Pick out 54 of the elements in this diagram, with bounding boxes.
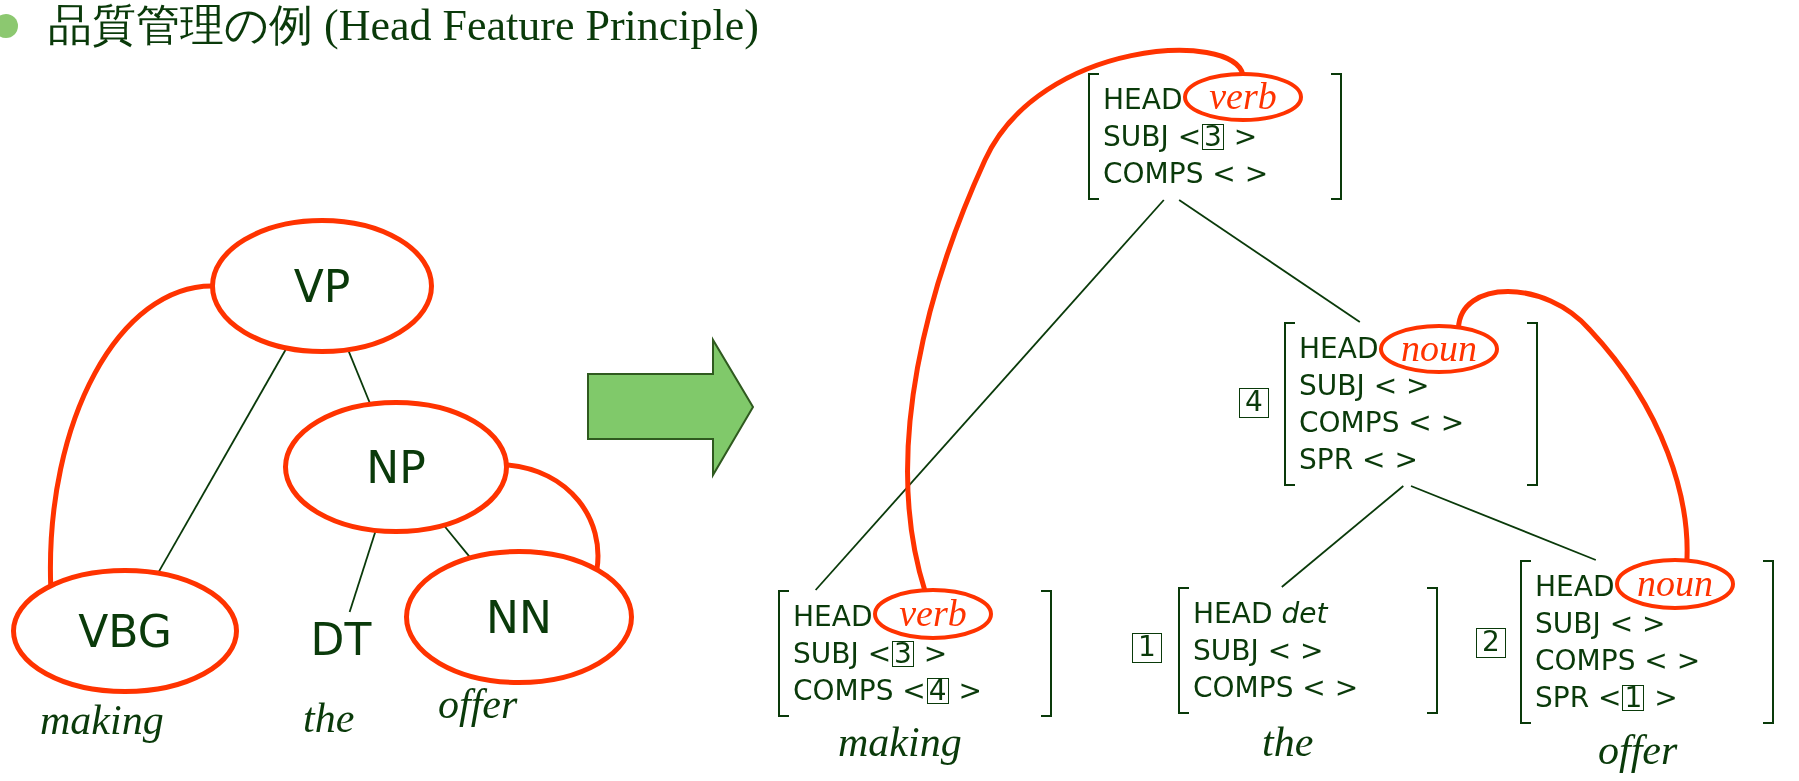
feature-row-text: SUBJ < > [1535, 606, 1666, 642]
feature-row-text: SUBJ < > [1299, 368, 1430, 404]
highlight-ellipse [873, 588, 993, 640]
category-label: VBG [78, 605, 172, 657]
category-node [404, 549, 634, 685]
category-label: DT [310, 613, 372, 665]
highlight-ellipse [1183, 72, 1303, 122]
word-label: making [838, 718, 962, 766]
word-label: offer [1598, 726, 1678, 774]
feature-value: verb [1209, 74, 1277, 119]
feature-row-text: HEAD [1103, 82, 1183, 118]
feature-value: verb [899, 591, 967, 636]
index-tag: 1 [1132, 633, 1162, 663]
feature-row-text: HEAD [1535, 569, 1615, 605]
word-label: making [40, 696, 164, 744]
tree-branch [814, 199, 1165, 591]
feature-matrix [1177, 587, 1439, 714]
feature-matrix [1519, 560, 1775, 724]
highlight-curve [1456, 289, 1690, 562]
feature-row-text: SUBJ <3 > [1103, 119, 1258, 155]
feature-matrix [1087, 73, 1343, 200]
index-tag: 4 [1239, 388, 1269, 418]
word-label: the [303, 694, 355, 742]
feature-value: noun [1401, 326, 1477, 371]
highlight-ellipse [1379, 324, 1499, 374]
feature-row-text: HEAD [793, 599, 873, 635]
feature-row-text: SUBJ < > [1193, 633, 1324, 669]
slide-title: 品質管理の例 (Head Feature Principle) [48, 0, 759, 52]
feature-row-text: SUBJ <3 > [793, 636, 948, 672]
category-label: NN [486, 591, 552, 643]
feature-row-text: SPR <1 > [1535, 680, 1678, 716]
category-label: VP [293, 260, 351, 312]
feature-row-text: COMPS <4 > [793, 673, 982, 709]
feature-row-text: COMPS < > [1299, 405, 1465, 441]
feature-row-text: COMPS < > [1535, 643, 1701, 679]
feature-row-text: HEAD det [1193, 596, 1328, 632]
feature-row-text: COMPS < > [1193, 670, 1359, 706]
feature-value: noun [1637, 561, 1713, 606]
feature-row-text: HEAD [1299, 331, 1379, 367]
word-label: offer [438, 680, 518, 728]
category-node [210, 218, 434, 354]
tree-branch [1178, 199, 1361, 323]
feature-matrix [777, 590, 1053, 717]
feature-matrix [1283, 322, 1539, 486]
category-label: NP [366, 441, 426, 493]
index-tag: 2 [1476, 628, 1506, 658]
highlight-ellipse [1615, 558, 1735, 610]
category-node [283, 400, 509, 534]
category-node [11, 568, 239, 694]
feature-row-text: COMPS < > [1103, 156, 1269, 192]
feature-row-text: SPR < > [1299, 442, 1418, 478]
tree-branch [1280, 485, 1405, 588]
word-label: the [1262, 718, 1314, 766]
tree-branch [1410, 485, 1597, 561]
